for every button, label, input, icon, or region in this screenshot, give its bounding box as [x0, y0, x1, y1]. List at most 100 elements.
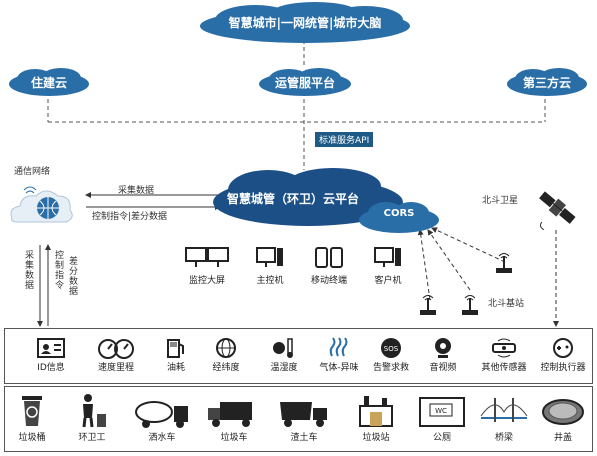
- device-label-client: 客户机: [374, 276, 402, 286]
- standard-api-label: 标准服务API: [315, 132, 374, 147]
- base-station-label: 北斗基站: [488, 299, 525, 309]
- beidou-satellite-label: 北斗卫星: [482, 196, 519, 206]
- device-monitor-wall: 监控大屏: [182, 246, 232, 286]
- speedometer-icon: [98, 339, 134, 359]
- object-sanitation-worker: 环卫工: [70, 392, 114, 443]
- object-label-3: 垃圾车: [220, 433, 248, 443]
- object-toilet: WC 公厕: [414, 392, 470, 443]
- cors-label: CORS: [383, 208, 415, 219]
- object-label-7: 桥梁: [494, 433, 513, 443]
- sensor-gas-odor: 气体-异味: [314, 336, 364, 373]
- device-label-monitor: 监控大屏: [188, 276, 225, 286]
- sensor-label-1: 速度里程: [97, 363, 134, 373]
- garbage-truck-icon: [208, 402, 252, 427]
- svg-text:WC: WC: [435, 407, 447, 415]
- device-label-mobile: 移动终端: [310, 276, 347, 286]
- control-diff-label: 控制指令|差分数据: [92, 212, 168, 222]
- sensor-speed-mileage: 速度里程: [88, 336, 144, 373]
- city-brain-cloud: [200, 2, 410, 43]
- ops-platform-label: 运管服平台: [274, 76, 335, 90]
- cors-cloud: [359, 202, 439, 233]
- webcam-icon: [435, 338, 451, 358]
- object-garbage-truck: 垃圾车: [204, 392, 264, 443]
- network-globe-icon: [10, 186, 73, 223]
- object-panel: [4, 386, 593, 452]
- sensor-sos-alarm: SOS 告警求救: [368, 336, 414, 373]
- object-label-1: 环卫工: [78, 433, 106, 443]
- device-main-controller: 主控机: [250, 246, 290, 286]
- satellite-icon: [539, 191, 576, 230]
- sensor-other: 其他传感器: [474, 336, 534, 373]
- thermometer-icon: [273, 338, 293, 358]
- object-label-5: 垃圾站: [362, 433, 390, 443]
- sensor-label-2: 油耗: [166, 363, 185, 373]
- public-toilet-icon: WC: [419, 397, 465, 427]
- object-trash-bin: 垃圾桶: [12, 392, 52, 443]
- desktop-icon: [256, 247, 283, 267]
- sensor-label-7: 音视频: [429, 363, 457, 373]
- object-label-0: 垃圾桶: [18, 433, 46, 443]
- device-mobile-terminal: 移动终端: [304, 246, 354, 286]
- sensor-label-8: 其他传感器: [481, 363, 527, 373]
- sensor-label-6: 告警求救: [372, 363, 409, 373]
- sensor-panel: [4, 328, 593, 384]
- sensor-coordinates: 经纬度: [206, 336, 246, 373]
- bridge-icon: [480, 398, 528, 422]
- trash-bin-icon: [22, 396, 42, 426]
- monitor-wall-icon: [185, 247, 229, 267]
- controller-icon: [553, 338, 573, 358]
- housing-cloud: [9, 68, 89, 96]
- collect-data-label: 采集数据: [118, 186, 155, 196]
- device-client: 客户机: [368, 246, 408, 286]
- network-label: 通信网络: [14, 167, 51, 177]
- sensor-label-3: 经纬度: [212, 363, 240, 373]
- platform-cloud: [213, 168, 403, 226]
- sensor-actuator: 控制执行器: [536, 336, 590, 373]
- third-party-cloud: [507, 68, 587, 96]
- v-diff-label: 差分数据: [67, 256, 77, 296]
- client-computer-icon: [374, 247, 401, 267]
- sensor-label-5: 气体-异味: [319, 363, 359, 373]
- sensor-temp-humidity: 温湿度: [262, 336, 306, 373]
- sensor-audio-video: 音视频: [420, 336, 466, 373]
- sensor-id-info: ID信息: [26, 336, 76, 373]
- sprinkler-truck-icon: [135, 401, 188, 428]
- city-brain-label: 智慧城市|一网统管|城市大脑: [228, 16, 382, 30]
- base-station-icon-3: [462, 295, 478, 315]
- housing-cloud-label: 住建云: [30, 76, 67, 90]
- object-manhole: 井盖: [536, 392, 590, 443]
- object-bridge: 桥梁: [476, 392, 532, 443]
- object-label-6: 公厕: [432, 433, 451, 443]
- device-label-main: 主控机: [256, 276, 284, 286]
- sensor-label-9: 控制执行器: [540, 363, 586, 373]
- id-card-icon: [37, 338, 65, 358]
- base-station-icon-1: [496, 253, 512, 273]
- sensor-label-4: 温湿度: [270, 363, 298, 373]
- transfer-station-icon: [359, 396, 393, 427]
- sensor-label-0: ID信息: [37, 363, 65, 373]
- object-muck-truck: 渣土车: [274, 392, 334, 443]
- v-control-label: 控制指令: [53, 250, 63, 290]
- object-label-8: 井盖: [553, 433, 572, 443]
- dump-truck-icon: [280, 402, 327, 427]
- globe-icon: [216, 338, 236, 358]
- mobile-icon: [315, 247, 343, 268]
- third-party-label: 第三方云: [522, 76, 571, 90]
- fuel-pump-icon: [167, 339, 184, 358]
- svg-text:SOS: SOS: [384, 345, 399, 353]
- sos-phone-icon: SOS: [381, 338, 401, 358]
- platform-label: 智慧城管（环卫）云平台: [226, 192, 359, 206]
- gas-wave-icon: [329, 337, 348, 357]
- object-label-2: 洒水车: [148, 433, 176, 443]
- base-station-icon-2: [420, 295, 436, 315]
- object-sprinkler-truck: 洒水车: [130, 392, 194, 443]
- manhole-cover-icon: [542, 399, 584, 425]
- object-transfer-station: 垃圾站: [348, 392, 404, 443]
- sanitation-worker-icon: [82, 394, 106, 428]
- sensor-chip-icon: [492, 338, 516, 358]
- ops-platform-cloud: [259, 68, 351, 96]
- sensor-fuel: 油耗: [156, 336, 196, 373]
- v-collect-label: 采集数据: [23, 250, 33, 290]
- object-label-4: 渣土车: [290, 433, 318, 443]
